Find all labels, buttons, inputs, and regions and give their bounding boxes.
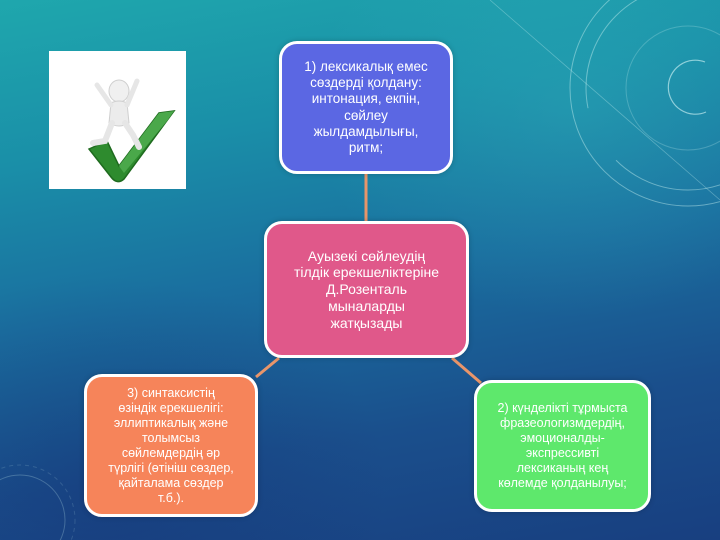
checkmark-figure-icon <box>87 78 176 183</box>
connector-left <box>255 356 280 379</box>
node-center-topic: Ауызекі сөйлеудің тілдік ерекшеліктеріне… <box>264 221 469 358</box>
node-text: 1) лексикалық емес сөздерді қолдану: инт… <box>304 58 428 155</box>
node-nonlexical-means: 1) лексикалық емес сөздерді қолдану: инт… <box>279 41 453 174</box>
node-phraseology-usage: 2) күнделікті тұрмыста фразеологизмдерді… <box>474 380 651 512</box>
node-text: 3) синтаксистің өзіндік ерекшелігі: элли… <box>108 385 234 505</box>
node-syntax-features: 3) синтаксистің өзіндік ерекшелігі: элли… <box>84 374 258 517</box>
connector-right <box>451 356 482 385</box>
node-text: 2) күнделікті тұрмыста фразеологизмдерді… <box>497 401 628 490</box>
checkmark-figure-image <box>49 51 186 189</box>
node-text: Ауызекі сөйлеудің тілдік ерекшеліктеріне… <box>293 247 440 331</box>
